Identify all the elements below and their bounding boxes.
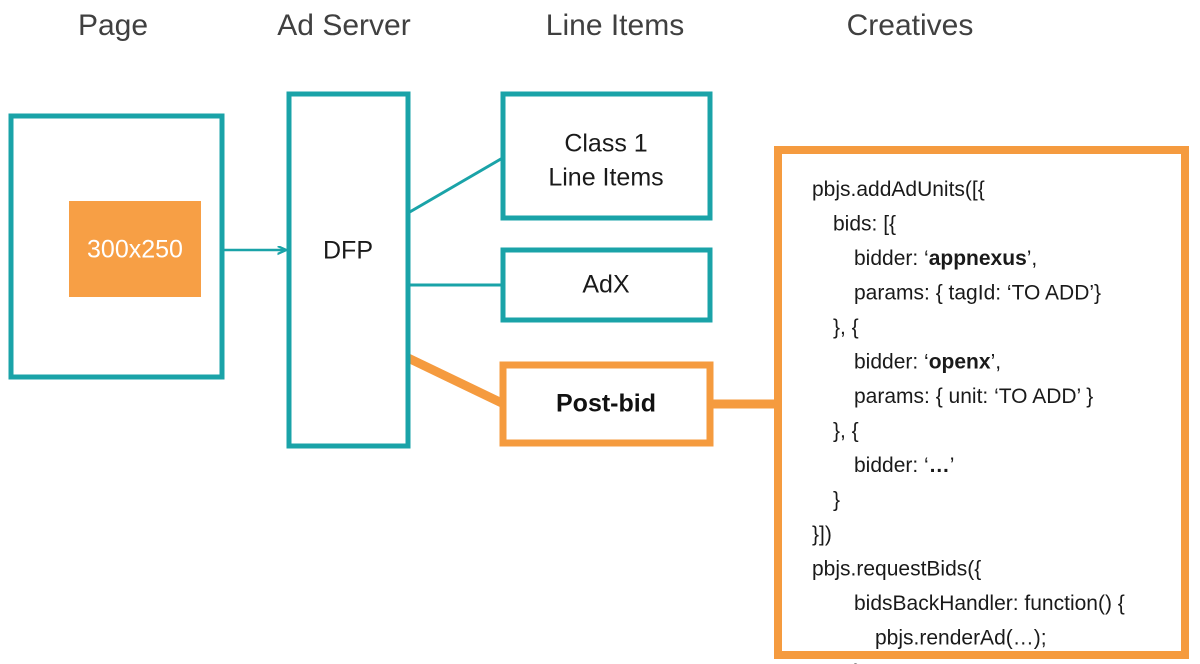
code-token: pbjs.renderAd(…); xyxy=(875,626,1047,649)
code-line: pbjs.addAdUnits([{ xyxy=(812,178,985,201)
code-token-emphasis: openx xyxy=(929,350,991,373)
code-token: }, { xyxy=(833,316,859,339)
code-line: } xyxy=(854,661,861,664)
code-line: pbjs.renderAd(…); xyxy=(875,626,1047,649)
dfp-box-label: DFP xyxy=(323,237,373,265)
code-token: }]) xyxy=(812,523,832,546)
code-token: bids: [{ xyxy=(833,212,896,235)
code-line: }, { xyxy=(833,419,859,442)
creatives-code-box[interactable]: pbjs.addAdUnits([{bids: [{bidder: ‘appne… xyxy=(774,146,1189,664)
adx-box-label: AdX xyxy=(582,271,630,299)
connectors xyxy=(201,154,782,411)
code-token-emphasis: appnexus xyxy=(929,247,1027,270)
code-line: params: { unit: ‘TO ADD’ } xyxy=(854,385,1093,408)
creatives-code-box-rect[interactable] xyxy=(774,146,1189,659)
adx-box[interactable]: AdX xyxy=(500,247,713,323)
code-line: params: { tagId: ‘TO ADD’} xyxy=(854,281,1101,304)
code-token: params: { unit: ‘TO ADD’ } xyxy=(854,385,1093,408)
code-token: bidder: ‘ xyxy=(854,350,929,373)
code-token: } xyxy=(854,661,861,664)
class1-line-items-rect[interactable] xyxy=(500,91,713,221)
post-bid-box-label: Post-bid xyxy=(556,390,656,418)
code-token: params: { tagId: ‘TO ADD’} xyxy=(854,281,1101,304)
code-line: }, { xyxy=(833,316,859,339)
prebid-code-snippet: pbjs.addAdUnits([{bids: [{bidder: ‘appne… xyxy=(812,178,1125,664)
code-line: bids: [{ xyxy=(833,212,896,235)
code-line: pbjs.requestBids({ xyxy=(812,557,981,580)
code-line: bidder: ‘appnexus’, xyxy=(854,247,1037,270)
code-token: pbjs.addAdUnits([{ xyxy=(812,178,985,201)
code-line: bidder: ‘openx’, xyxy=(854,350,1001,373)
code-line: } xyxy=(833,488,840,511)
column-header-creatives: Creatives xyxy=(847,9,974,42)
code-token: bidder: ‘ xyxy=(854,247,929,270)
class1-line-items-label-line2: Line Items xyxy=(548,164,663,192)
ad-slot-rect[interactable] xyxy=(69,201,201,297)
class1-line-items-box[interactable]: Class 1 Line Items xyxy=(500,91,713,221)
code-token: ’, xyxy=(991,350,1002,373)
code-token-emphasis: … xyxy=(929,454,950,477)
ad-slot-300x250[interactable]: 300x250 xyxy=(69,201,201,297)
code-line: }]) xyxy=(812,523,832,546)
code-token: bidsBackHandler: function() { xyxy=(854,592,1125,615)
post-bid-box-rect[interactable] xyxy=(499,361,714,447)
code-token: } xyxy=(833,488,840,511)
code-token: bidder: ‘ xyxy=(854,454,929,477)
connector-dfp-to-postbid xyxy=(402,351,510,411)
column-header-ad-server: Ad Server xyxy=(277,9,410,42)
column-header-page: Page xyxy=(78,9,148,42)
code-line: bidder: ‘…’ xyxy=(854,454,954,477)
post-bid-box[interactable]: Post-bid xyxy=(499,361,714,447)
code-token: ’, xyxy=(1027,247,1038,270)
connector-dfp-to-class1 xyxy=(407,154,507,215)
ad-slot-label: 300x250 xyxy=(87,236,183,264)
adx-box-rect[interactable] xyxy=(500,247,713,323)
code-token: pbjs.requestBids({ xyxy=(812,557,981,580)
class1-line-items-label-line1: Class 1 xyxy=(564,130,647,158)
code-token: }, { xyxy=(833,419,859,442)
column-header-line-items: Line Items xyxy=(546,9,684,42)
dfp-box[interactable]: DFP xyxy=(286,91,411,449)
dfp-box-rect[interactable] xyxy=(286,91,411,449)
code-line: bidsBackHandler: function() { xyxy=(854,592,1125,615)
code-token: ’ xyxy=(950,454,955,477)
column-headers: Page Ad Server Line Items Creatives xyxy=(78,9,973,42)
